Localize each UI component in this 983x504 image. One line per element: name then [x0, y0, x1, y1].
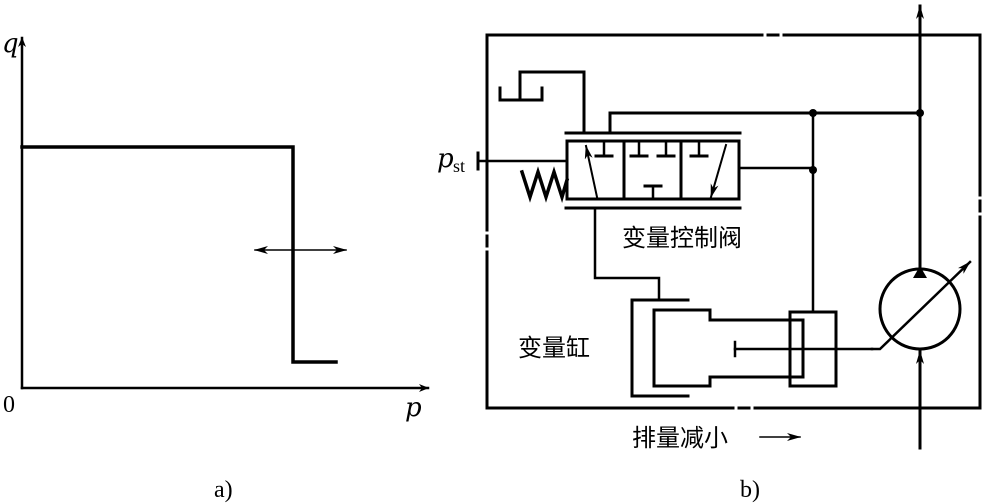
junction-dot	[809, 109, 817, 117]
variable-pump-icon	[870, 260, 972, 351]
cap-side-line	[593, 206, 661, 302]
caption-b: b)	[740, 477, 760, 503]
valve-label: 变量控制阀	[622, 224, 742, 252]
cylinder-label: 变量缸	[518, 334, 590, 362]
p-axis-label: p	[405, 393, 422, 423]
panel-a-chart: q 0 p a)	[2, 29, 430, 503]
spring-icon	[519, 166, 570, 203]
variable-control-valve	[564, 131, 742, 210]
boundary-frame	[485, 33, 982, 410]
q-p-curve	[20, 145, 338, 364]
caption-a: a)	[214, 477, 233, 503]
direction-label: 排量减小	[632, 424, 728, 452]
origin-label: 0	[3, 392, 15, 418]
junction-dot	[809, 166, 817, 174]
supply-line	[608, 111, 922, 135]
q-axis-label: q	[2, 29, 19, 59]
panel-b-circuit: p st 变量控制阀	[437, 4, 982, 503]
variable-cylinder	[630, 298, 874, 398]
pst-subscript: st	[453, 156, 465, 176]
pst-label: p	[437, 144, 454, 174]
drain-line	[518, 70, 586, 135]
